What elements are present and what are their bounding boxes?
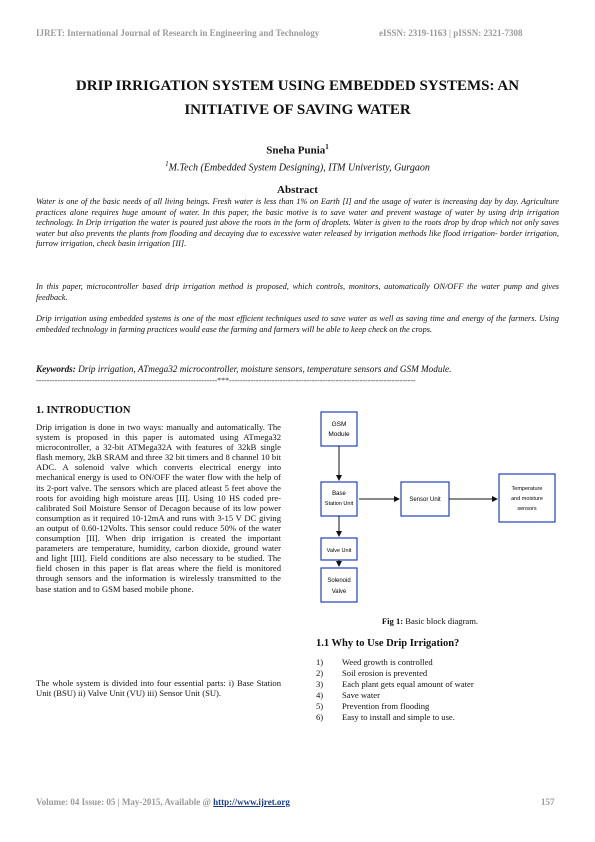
sensor-unit-box: Sensor Unit (400, 481, 450, 517)
affiliation-superscript: 1 (165, 160, 169, 168)
list-item-text: Each plant gets equal amount of water (342, 679, 474, 689)
list-item-text: Soil erosion is prevented (342, 668, 428, 678)
gsm-label-line-1: GSM (332, 421, 347, 428)
list-item-number: 2) (316, 668, 324, 678)
footer-volume-text: Volume: 04 Issue: 05 | May-2015, Availab… (36, 797, 211, 807)
introduction-paragraph-1: Drip irrigation is done in two ways: man… (36, 422, 281, 594)
list-item-number: 1) (316, 657, 324, 667)
affiliation-block: 1M.Tech (Embedded System Designing), ITM… (36, 160, 559, 173)
gsm-label-line-2: Module (328, 431, 350, 438)
valve-unit-label: Valve Unit (327, 548, 352, 554)
list-item-text: Easy to install and simple to use. (342, 712, 455, 722)
journal-header: IJRET: International Journal of Research… (36, 28, 320, 38)
list-item-number: 5) (316, 701, 324, 711)
solenoid-label-line-2: Valve (332, 589, 347, 595)
temp-label-line-3: sensors (517, 506, 537, 512)
temp-label-line-1: Temperature (512, 486, 543, 492)
list-item-text: Prevention from flooding (342, 701, 430, 711)
figure-caption-text: Basic block diagram. (405, 616, 479, 626)
abstract-paragraph-2: In this paper, microcontroller based dri… (36, 282, 559, 302)
introduction-heading: 1. INTRODUCTION (36, 405, 131, 416)
author-name: Sneha Punia (266, 144, 326, 157)
list-item: 1) Weed growth is controlled (316, 657, 556, 668)
author-superscript: 1 (325, 143, 329, 151)
section-divider: ----------------------------------------… (36, 376, 416, 385)
paper-title-line-2: INITIATIVE OF SAVING WATER (184, 102, 411, 118)
list-item: 4) Save water (316, 690, 556, 701)
abstract-paragraph-1: Water is one of the basic needs of all l… (36, 197, 559, 248)
block-diagram: GSM Module Base Station Unit Sensor Unit… (320, 411, 556, 603)
solenoid-valve-box: Solenoid Valve (320, 567, 358, 603)
keywords-line: Keywords: Drip irrigation, ATmega32 micr… (36, 364, 559, 374)
keywords-label: Keywords: (36, 364, 76, 374)
figure-caption: Fig 1: Basic block diagram. (300, 616, 560, 626)
list-item-text: Save water (342, 690, 380, 700)
abstract-paragraph-3: Drip irrigation using embedded systems i… (36, 314, 559, 334)
benefits-list: 1) Weed growth is controlled 2) Soil erosi… (316, 657, 556, 723)
keywords-text: Drip irrigation, ATmega32 microcontrolle… (78, 364, 452, 374)
list-item-text: Weed growth is controlled (342, 657, 433, 667)
base-label-line-1: Base (332, 491, 346, 497)
why-drip-irrigation-heading: 1.1 Why to Use Drip Irrigation? (316, 638, 460, 649)
diagram-arrows (336, 446, 498, 567)
page-number: 157 (541, 797, 555, 807)
footer-volume: Volume: 04 Issue: 05 | May-2015, Availab… (36, 797, 290, 807)
base-label-line-2: Station Unit (325, 501, 354, 507)
footer-url-link[interactable]: http://www.ijret.org (213, 797, 290, 807)
introduction-paragraph-2: The whole system is divided into four es… (36, 678, 281, 699)
list-item: 2) Soil erosion is prevented (316, 668, 556, 679)
list-item: 3) Each plant gets equal amount of water (316, 679, 556, 690)
list-item: 5) Prevention from flooding (316, 701, 556, 712)
affiliation-text: M.Tech (Embedded System Designing), ITM … (168, 162, 430, 174)
abstract-heading: Abstract (277, 184, 318, 196)
author-block: Sneha Punia1 (36, 143, 559, 157)
list-item: 6) Easy to install and simple to use. (316, 712, 556, 723)
temp-label-line-2: and moisture (511, 496, 543, 502)
list-item-number: 6) (316, 712, 324, 722)
sensor-unit-label: Sensor Unit (409, 497, 441, 503)
gsm-module-box: GSM Module (320, 411, 358, 447)
valve-unit-box: Valve Unit (320, 537, 358, 561)
list-item-number: 4) (316, 690, 324, 700)
temperature-moisture-sensors-box: Temperature and moisture sensors (498, 473, 556, 523)
paper-title-line-1: DRIP IRRIGATION SYSTEM USING EMBEDDED SY… (75, 78, 520, 94)
issn-header: eISSN: 2319-1163 | pISSN: 2321-7308 (379, 28, 523, 38)
figure-caption-label: Fig 1: (381, 616, 404, 626)
list-item-number: 3) (316, 679, 324, 689)
base-station-unit-box: Base Station Unit (320, 481, 358, 517)
solenoid-label-line-1: Solenoid (327, 578, 350, 584)
